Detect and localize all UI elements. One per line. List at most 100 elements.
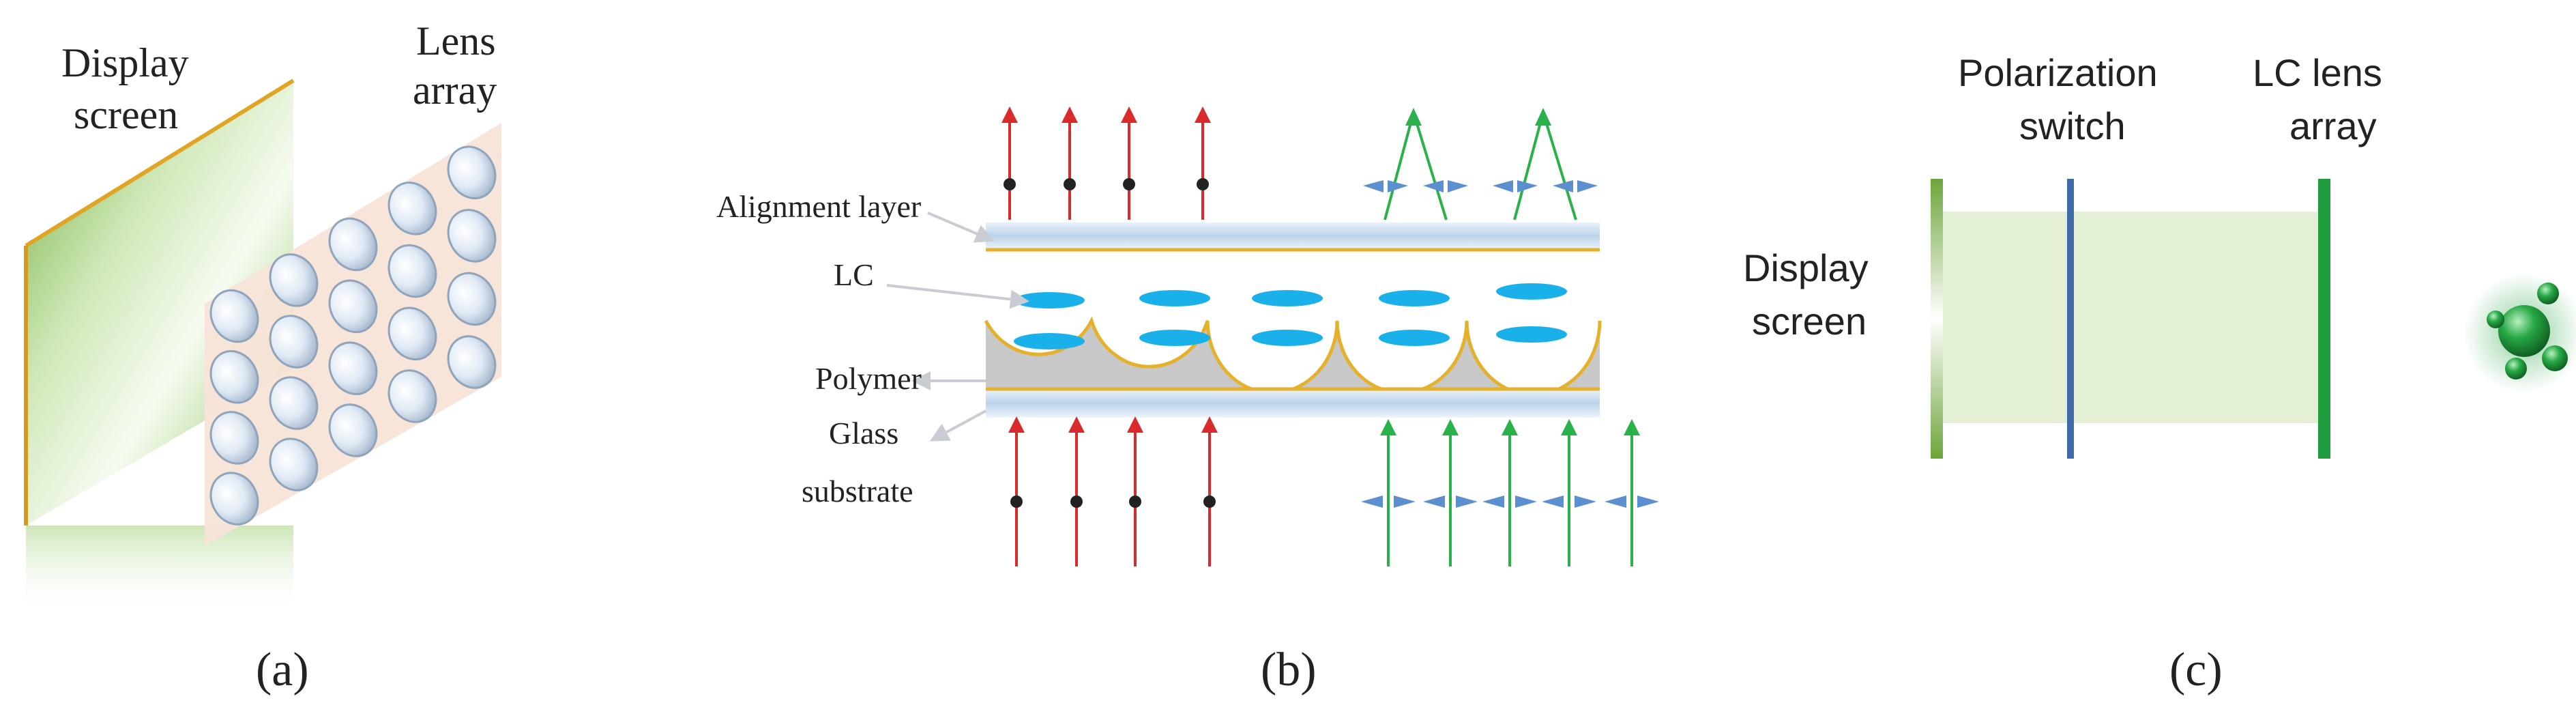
bottom-glass-substrate xyxy=(986,389,1600,418)
polarization-arrow-left xyxy=(1605,496,1626,508)
red-ray-dot xyxy=(1004,178,1016,190)
lens-element xyxy=(269,437,319,491)
lens-element xyxy=(269,315,319,369)
polarization-arrow-right xyxy=(1388,180,1408,192)
lc-lens-array-label-line1: LC lens xyxy=(2253,51,2382,94)
green-molecule-icon xyxy=(2464,273,2576,393)
green-ray-top xyxy=(1513,112,1545,220)
display-screen-label-line2: screen xyxy=(74,92,178,137)
polarization-arrow-left xyxy=(1363,180,1384,192)
lens-element xyxy=(387,369,437,423)
lc-molecule xyxy=(1014,292,1085,308)
display-screen-c-label-line1: Display xyxy=(1743,246,1869,289)
lens-element xyxy=(447,335,497,389)
panel-c: Polarization switch LC lens array Displa… xyxy=(1743,51,2576,696)
alignment-layer-label: Alignment layer xyxy=(716,189,921,224)
lc-molecules xyxy=(1014,283,1567,349)
lc-molecule xyxy=(1379,290,1450,306)
lens-element xyxy=(387,306,437,361)
glass-substrate-leader xyxy=(929,410,986,442)
lc-molecule xyxy=(1014,333,1085,349)
lc-molecule xyxy=(1252,330,1323,346)
display-screen-label-line1: Display xyxy=(61,40,189,85)
lens-element xyxy=(209,472,259,526)
polarization-arrow-left xyxy=(1482,496,1504,508)
lens-element xyxy=(269,376,319,430)
lc-molecule xyxy=(1496,283,1567,300)
red-ray-dot xyxy=(1070,496,1083,508)
display-screen-panel xyxy=(26,81,293,526)
lc-lens-array-line xyxy=(2318,179,2330,459)
lens-array-lenses xyxy=(209,145,497,526)
lens-element xyxy=(447,272,497,326)
polarization-arrow-left xyxy=(1423,496,1445,508)
polarization-switch-label-line2: switch xyxy=(2019,104,2126,147)
lc-leader xyxy=(886,284,1029,309)
lens-element xyxy=(387,244,437,298)
green-ray-top xyxy=(1384,112,1415,220)
lens-element xyxy=(328,279,378,334)
polarization-switch-line xyxy=(2067,179,2074,459)
polarization-arrow-left xyxy=(1423,180,1444,192)
green-ray-arrowhead xyxy=(1405,108,1422,126)
lens-element xyxy=(328,341,378,395)
red-ray-dot xyxy=(1010,496,1023,508)
glass-substrate-label-line2: substrate xyxy=(802,474,913,508)
red-ray-dot xyxy=(1197,178,1209,190)
panel-b: Alignment layer LC Polymer Glass substra… xyxy=(716,106,1659,696)
lc-label: LC xyxy=(834,257,874,292)
polarization-arrow-left xyxy=(1553,180,1573,192)
lens-interface xyxy=(984,316,1602,397)
lc-molecule xyxy=(1252,290,1323,306)
green-ray-arrowhead xyxy=(1535,108,1551,126)
light-beam xyxy=(1937,212,2323,423)
top-glass-substrate xyxy=(986,222,1600,250)
caption-a: (a) xyxy=(256,644,309,696)
lc-lens-array-label-line2: array xyxy=(2289,104,2377,147)
lc-molecule xyxy=(1139,330,1210,346)
green-ray-top xyxy=(1542,112,1577,220)
lc-molecule xyxy=(1379,330,1450,346)
lens-element xyxy=(209,350,259,404)
polarization-arrow-right xyxy=(1577,180,1598,192)
red-ray-dot xyxy=(1123,178,1135,190)
polarization-arrow-right xyxy=(1515,496,1537,508)
alignment-layer-leader xyxy=(927,212,995,243)
polymer-label: Polymer xyxy=(815,361,922,396)
polarization-arrow-left xyxy=(1542,496,1564,508)
polarization-switch-label-line1: Polarization xyxy=(1958,51,2158,94)
polarization-arrow-left xyxy=(1361,496,1383,508)
panel-a: Display screen Lens array (a) xyxy=(24,18,501,696)
lens-element xyxy=(387,182,437,235)
caption-b: (b) xyxy=(1261,644,1317,696)
display-screen-top-edge xyxy=(25,78,295,248)
lc-molecule xyxy=(1496,326,1567,343)
polarization-arrow-right xyxy=(1448,180,1468,192)
lens-element xyxy=(447,209,497,263)
polarization-arrow-right xyxy=(1517,180,1538,192)
display-screen-c-label-line2: screen xyxy=(1752,300,1867,343)
red-ray-dot xyxy=(1064,178,1076,190)
lens-element xyxy=(269,253,319,307)
glass-substrate-label-line1: Glass xyxy=(829,416,898,450)
red-ray-dot xyxy=(1203,496,1216,508)
green-ray-top xyxy=(1412,112,1448,220)
polarization-arrow-right xyxy=(1575,496,1596,508)
red-polarized-rays xyxy=(1001,106,1218,566)
caption-c: (c) xyxy=(2169,644,2223,696)
display-screen-edge xyxy=(1931,179,1943,459)
lens-element xyxy=(209,411,259,465)
lens-array-label-line2: array xyxy=(413,68,497,113)
polarization-arrow-right xyxy=(1456,496,1478,508)
lens-element xyxy=(209,289,259,343)
polarization-arrow-right xyxy=(1637,496,1659,508)
green-polarized-rays xyxy=(1361,108,1659,566)
lens-element xyxy=(328,403,378,457)
display-screen-reflection xyxy=(26,526,293,614)
lens-array-label-line1: Lens xyxy=(416,18,496,63)
polarization-arrow-left xyxy=(1493,180,1513,192)
polymer-layer xyxy=(986,321,1600,395)
lc-molecule xyxy=(1139,290,1210,306)
lens-element xyxy=(328,217,378,272)
